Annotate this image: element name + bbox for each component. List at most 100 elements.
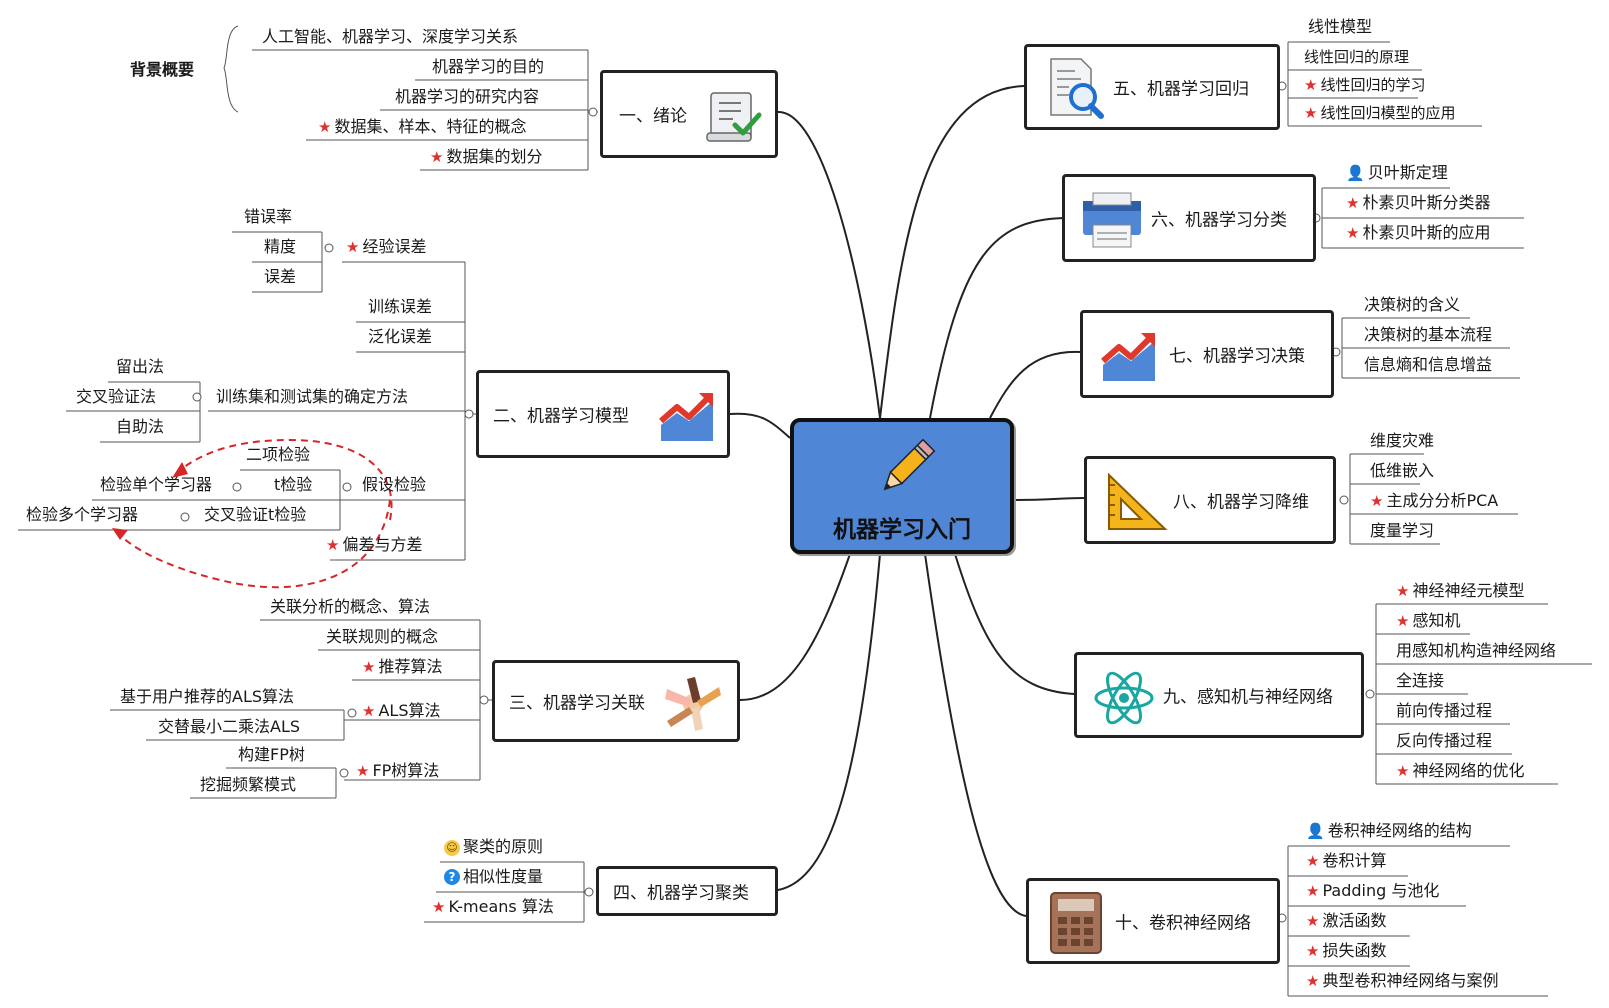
- topic-label: 二、机器学习模型: [493, 406, 629, 427]
- list-item: 👤贝叶斯定理: [1346, 163, 1448, 182]
- list-item: ★卷积计算: [1306, 851, 1387, 870]
- smile-icon: ☺: [444, 840, 460, 856]
- star-icon: ★: [1370, 492, 1384, 510]
- list-item: ★偏差与方差: [326, 535, 423, 554]
- list-item: ★经验误差: [346, 237, 427, 256]
- star-icon: ★: [430, 148, 444, 166]
- star-icon: ★: [1346, 224, 1360, 242]
- star-icon: ★: [1306, 852, 1320, 870]
- joined-hands-icon: [665, 677, 721, 731]
- central-topic[interactable]: 机器学习入门: [790, 418, 1014, 554]
- list-item: 检验多个学习器: [26, 505, 139, 524]
- list-item: ★推荐算法: [362, 657, 443, 676]
- list-item: ★典型卷积神经网络与案例: [1306, 971, 1499, 990]
- list-item: t检验: [274, 475, 313, 494]
- star-icon: ★: [318, 118, 332, 136]
- topic-cnn[interactable]: 十、卷积神经网络: [1026, 878, 1280, 964]
- star-icon: ★: [1396, 612, 1410, 630]
- topic-label: 八、机器学习降维: [1173, 492, 1309, 513]
- document-search-icon: [1050, 58, 1104, 119]
- star-icon: ★: [1396, 582, 1410, 600]
- background-label: 背景概要: [130, 60, 195, 79]
- list-item: 决策树的含义: [1364, 295, 1461, 314]
- list-item: ★损失函数: [1306, 941, 1387, 960]
- list-item: 构建FP树: [238, 745, 305, 764]
- list-item: ★数据集、样本、特征的概念: [318, 117, 527, 136]
- star-icon: ★: [1396, 762, 1410, 780]
- printer-icon: [1083, 192, 1141, 248]
- list-item: 交替最小二乘法ALS: [158, 717, 301, 736]
- star-icon: ★: [356, 762, 370, 780]
- list-item: 👤卷积神经网络的结构: [1306, 821, 1472, 840]
- topic-classification[interactable]: 六、机器学习分类: [1062, 174, 1316, 262]
- checklist-icon: [706, 92, 762, 142]
- topic-regression[interactable]: 五、机器学习回归: [1024, 44, 1280, 130]
- list-item: 基于用户推荐的ALS算法: [120, 687, 295, 706]
- list-item: 自助法: [116, 417, 165, 436]
- list-item: 误差: [264, 267, 297, 286]
- topic-label: 一、绪论: [619, 106, 687, 127]
- list-item: 交叉验证法: [76, 387, 157, 406]
- list-item: ★FP树算法: [356, 761, 440, 780]
- list-item: ★朴素贝叶斯的应用: [1346, 223, 1491, 242]
- star-icon: ★: [1306, 942, 1320, 960]
- person-icon: 👤: [1306, 822, 1325, 840]
- list-item: ★数据集的划分: [430, 147, 543, 166]
- trend-chart-icon: [1101, 333, 1155, 381]
- topic-perceptron[interactable]: 九、感知机与神经网络: [1074, 652, 1364, 738]
- star-icon: ★: [432, 898, 446, 916]
- topic-label: 四、机器学习聚类: [613, 883, 749, 904]
- list-item: 全连接: [1396, 671, 1445, 690]
- list-item: ★主成分分析PCA: [1370, 491, 1499, 510]
- list-item: 交叉验证t检验: [204, 505, 307, 524]
- list-item: ★感知机: [1396, 611, 1461, 630]
- star-icon: ★: [1304, 76, 1318, 94]
- star-icon: ★: [1304, 104, 1318, 122]
- topic-decision[interactable]: 七、机器学习决策: [1080, 310, 1334, 398]
- star-icon: ★: [362, 658, 376, 676]
- list-item: 低维嵌入: [1370, 461, 1435, 480]
- star-icon: ★: [1346, 194, 1360, 212]
- trend-chart-icon: [659, 393, 713, 441]
- topic-dimensionality[interactable]: 八、机器学习降维: [1084, 456, 1336, 544]
- list-item: 维度灾难: [1370, 431, 1435, 450]
- list-item: 精度: [264, 237, 297, 256]
- list-item: 关联分析的概念、算法: [270, 597, 431, 616]
- topic-label: 五、机器学习回归: [1113, 79, 1249, 100]
- star-icon: ★: [1306, 912, 1320, 930]
- list-item: 反向传播过程: [1396, 731, 1493, 750]
- star-icon: ★: [346, 238, 360, 256]
- person-icon: 👤: [1346, 164, 1365, 182]
- topic-label: 十、卷积神经网络: [1115, 913, 1251, 934]
- list-item: 挖掘频繁模式: [200, 775, 297, 794]
- topic-association[interactable]: 三、机器学习关联: [492, 660, 740, 742]
- list-item: 机器学习的目的: [432, 57, 545, 76]
- list-item: ★激活函数: [1306, 911, 1387, 930]
- list-item: ★神经神经元模型: [1396, 581, 1525, 600]
- topic-label: 六、机器学习分类: [1151, 210, 1287, 231]
- topic-clustering[interactable]: 四、机器学习聚类: [596, 866, 778, 916]
- list-item: ★线性回归的学习: [1304, 76, 1426, 94]
- list-item: 错误率: [244, 207, 293, 226]
- list-item: 检验单个学习器: [100, 475, 213, 494]
- list-item: ★K-means 算法: [432, 897, 554, 916]
- topic-label: 七、机器学习决策: [1169, 346, 1305, 367]
- list-item: 机器学习的研究内容: [395, 87, 540, 106]
- list-item: ☺聚类的原则: [444, 836, 543, 858]
- list-item: 度量学习: [1370, 521, 1435, 540]
- topic-introduction[interactable]: 一、绪论: [600, 70, 778, 158]
- list-item: 二项检验: [246, 445, 311, 464]
- list-item: 留出法: [116, 357, 165, 376]
- list-item: 训练集和测试集的确定方法: [216, 387, 409, 406]
- list-item: ?相似性度量: [444, 866, 543, 888]
- topic-label: 九、感知机与神经网络: [1163, 687, 1333, 708]
- list-item: 泛化误差: [368, 327, 433, 346]
- calculator-icon: [1050, 892, 1102, 954]
- set-square-icon: [1108, 472, 1168, 530]
- list-item: 线性回归的原理: [1304, 48, 1410, 66]
- list-item: 线性模型: [1308, 17, 1373, 36]
- list-item: ★Padding 与池化: [1306, 881, 1440, 900]
- topic-models[interactable]: 二、机器学习模型: [476, 370, 730, 458]
- pencil-icon: [883, 438, 936, 491]
- list-item: 决策树的基本流程: [1364, 325, 1493, 344]
